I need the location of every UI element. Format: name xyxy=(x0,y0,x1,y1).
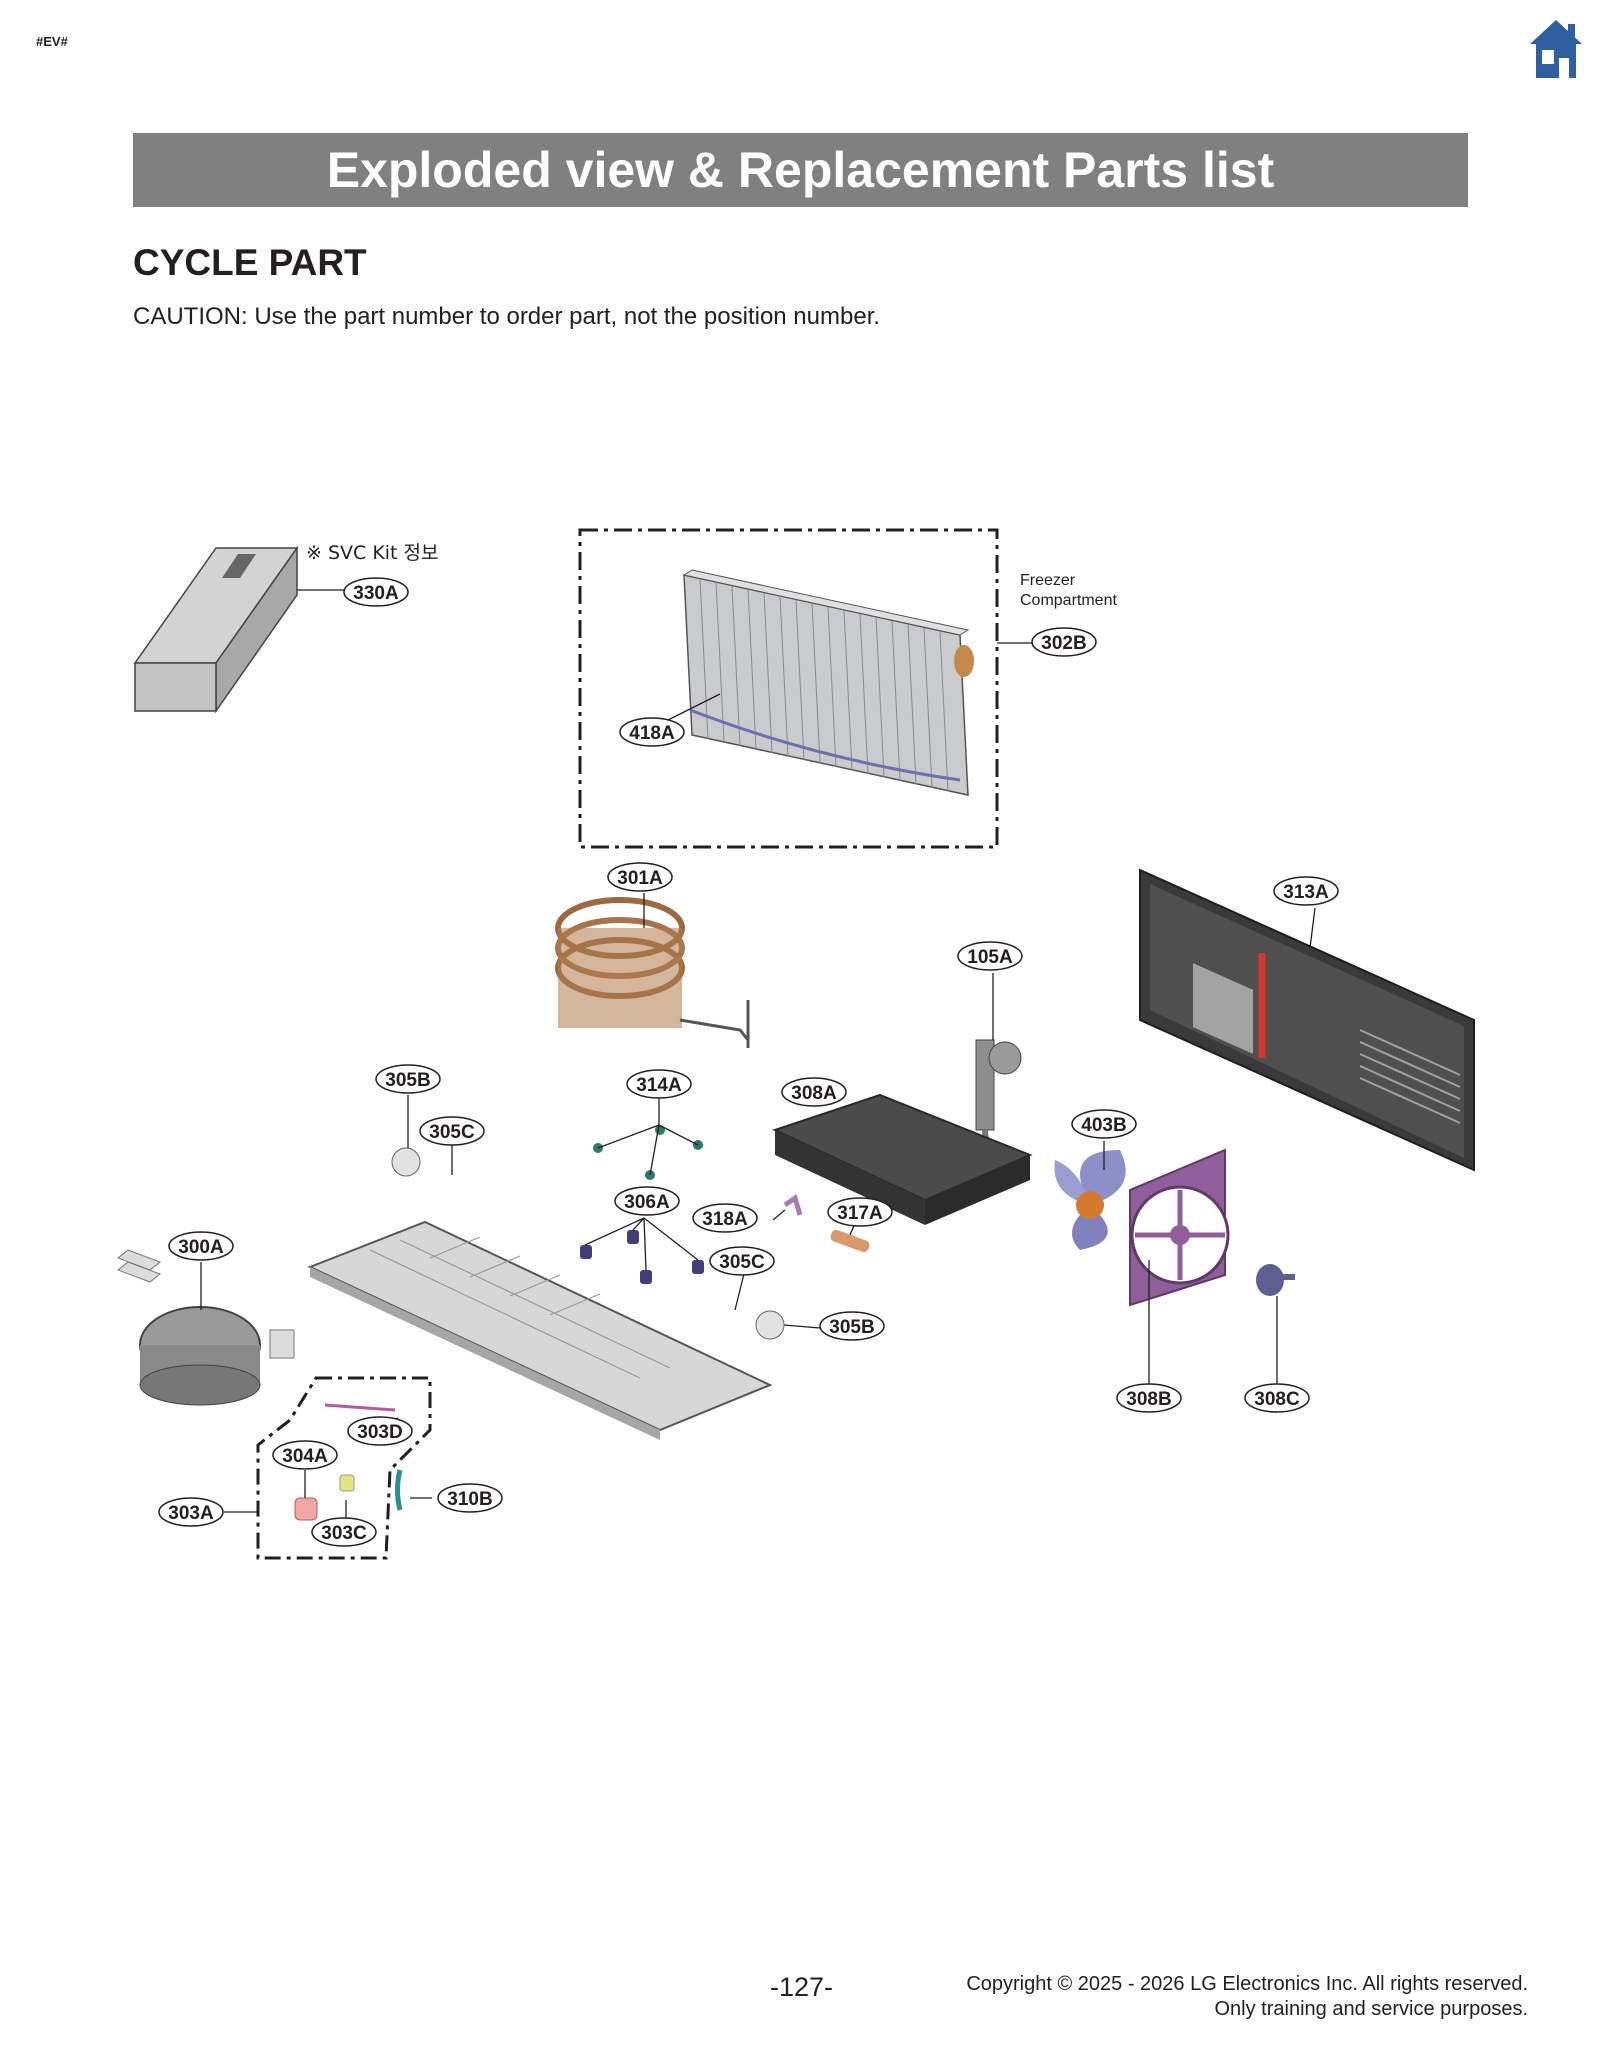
base-plate xyxy=(307,1220,773,1440)
svg-text:302B: 302B xyxy=(1041,633,1086,654)
svg-text:308B: 308B xyxy=(1126,1389,1171,1410)
page-number: -127- xyxy=(770,1972,834,2002)
callout-304A: 304A xyxy=(272,1440,338,1470)
compressor xyxy=(117,1249,295,1406)
svg-text:303D: 303D xyxy=(357,1422,402,1443)
svg-text:330A: 330A xyxy=(353,583,399,604)
callout-314A: 314A xyxy=(626,1069,692,1099)
callout-303C: 303C xyxy=(311,1517,377,1547)
fan-blade xyxy=(1054,1150,1126,1250)
section-title: CYCLE PART xyxy=(133,242,367,283)
svg-text:318A: 318A xyxy=(702,1209,748,1230)
svg-text:314A: 314A xyxy=(636,1075,682,1096)
svg-text:301A: 301A xyxy=(617,868,663,889)
fan-shroud xyxy=(1129,1148,1230,1307)
svg-text:418A: 418A xyxy=(629,723,675,744)
svg-text:303A: 303A xyxy=(168,1503,214,1524)
svg-text:317A: 317A xyxy=(837,1203,883,1224)
copyright-notice: Copyright © 2025 - 2026 LG Electronics I… xyxy=(966,1972,1528,2022)
svg-text:303C: 303C xyxy=(321,1523,367,1544)
svg-text:308A: 308A xyxy=(791,1083,837,1104)
callout-105A: 105A xyxy=(957,941,1023,971)
relay-kit xyxy=(294,1403,403,1521)
svg-text:304A: 304A xyxy=(282,1446,328,1467)
svg-text:305C: 305C xyxy=(429,1122,475,1143)
svg-text:308C: 308C xyxy=(1254,1389,1300,1410)
usage-note: Only training and service purposes. xyxy=(1214,1998,1529,2020)
callout-310B: 310B xyxy=(437,1483,503,1513)
callout-418A: 418A xyxy=(619,717,685,747)
callout-305C-mid: 305C xyxy=(709,1246,775,1276)
leader-lines xyxy=(200,642,1316,1526)
callout-303A: 303A xyxy=(158,1497,224,1527)
callout-305B-top: 305B xyxy=(375,1064,441,1094)
svc-kit-box xyxy=(133,545,299,714)
caution-note: CAUTION: Use the part number to order pa… xyxy=(133,303,881,330)
condenser-fan-bracket xyxy=(772,1093,1033,1225)
svg-text:305B: 305B xyxy=(829,1317,874,1338)
svg-text:305B: 305B xyxy=(385,1070,430,1091)
callout-302B: 302B xyxy=(1031,627,1097,657)
condenser-coil xyxy=(555,897,750,1048)
svg-text:306A: 306A xyxy=(624,1192,670,1213)
callout-305B-mid: 305B xyxy=(819,1311,885,1341)
svg-text:300A: 300A xyxy=(178,1237,224,1258)
callout-308B: 308B xyxy=(1116,1383,1182,1413)
small-fittings xyxy=(391,1125,870,1340)
compartment-label-line2: Compartment xyxy=(1020,592,1117,609)
callout-300A: 300A xyxy=(168,1231,234,1261)
copyright-line: Copyright © 2025 - 2026 LG Electronics I… xyxy=(966,1973,1528,1995)
svg-text:313A: 313A xyxy=(1283,882,1329,903)
compartment-label-line1: Freezer xyxy=(1020,572,1076,589)
svc-kit-note: ※ SVC Kit 정보 xyxy=(306,542,439,564)
page-title: Exploded view & Replacement Parts list xyxy=(133,133,1468,207)
svg-text:403B: 403B xyxy=(1081,1115,1126,1136)
evaporator xyxy=(682,569,974,796)
callout-306A: 306A xyxy=(614,1186,680,1216)
callout-301A: 301A xyxy=(607,862,673,892)
back-cover-panel xyxy=(1139,868,1475,1172)
callout-305C-top: 305C xyxy=(419,1116,485,1146)
document-tag: #EV# xyxy=(36,34,68,49)
callout-308A: 308A xyxy=(781,1077,847,1107)
fan-motor xyxy=(1256,1264,1295,1296)
callout-303D: 303D xyxy=(347,1416,413,1446)
svg-text:105A: 105A xyxy=(967,947,1013,968)
svg-text:305C: 305C xyxy=(719,1252,765,1273)
svg-text:310B: 310B xyxy=(447,1489,492,1510)
callout-403B: 403B xyxy=(1071,1109,1137,1139)
callout-318A: 318A xyxy=(692,1203,758,1233)
callout-308C: 308C xyxy=(1244,1383,1310,1413)
callout-313A: 313A xyxy=(1273,876,1339,906)
callout-330A: 330A xyxy=(343,577,409,607)
home-icon[interactable] xyxy=(1528,18,1584,80)
callout-317A: 317A xyxy=(827,1197,893,1227)
